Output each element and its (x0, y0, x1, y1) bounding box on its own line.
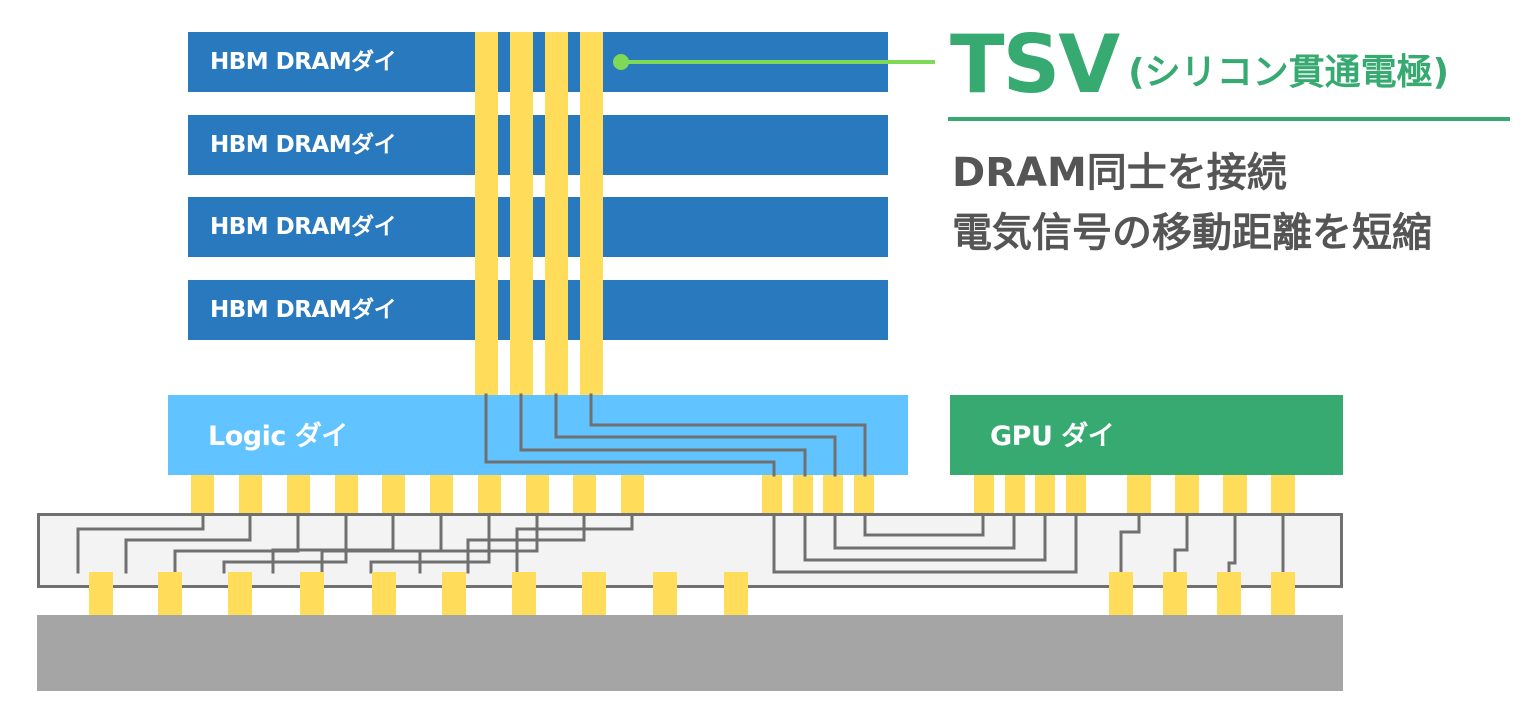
microbump (430, 475, 453, 513)
hbm-die-label: HBM DRAMダイ (210, 214, 397, 240)
tsv-3 (545, 32, 568, 395)
tsv-4 (580, 32, 603, 395)
hbm-dram-die-4: HBM DRAMダイ (188, 280, 888, 340)
microbump (191, 475, 214, 513)
microbump (382, 475, 405, 513)
microbump (854, 475, 874, 513)
package-substrate (37, 615, 1343, 691)
c4-bump (1163, 572, 1187, 615)
c4-bump (158, 572, 182, 615)
c4-bump (1217, 572, 1241, 615)
microbump (287, 475, 310, 513)
microbump (526, 475, 549, 513)
tsv-callout-divider (948, 117, 1510, 121)
microbump (762, 475, 782, 513)
microbump (239, 475, 262, 513)
microbump (1223, 475, 1247, 513)
tsv-subtitle: (シリコン貫通電極) (1128, 52, 1450, 93)
logic-die-label: Logic ダイ (208, 421, 348, 452)
microbump (1035, 475, 1055, 513)
tsv-description-line-2: 電気信号の移動距離を短縮 (952, 210, 1432, 256)
c4-bump (1271, 572, 1295, 615)
logic-trace (519, 393, 807, 477)
c4-bump (653, 572, 677, 615)
microbump (1271, 475, 1295, 513)
c4-bump (228, 572, 252, 615)
microbump (1127, 475, 1151, 513)
hbm-die-label: HBM DRAMダイ (210, 132, 397, 158)
microbump (478, 475, 501, 513)
tsv-callout-dot (613, 54, 629, 70)
logic-trace (484, 393, 776, 477)
tsv-1 (475, 32, 498, 395)
microbump (1175, 475, 1199, 513)
c4-bump (442, 572, 466, 615)
c4-bump (724, 572, 748, 615)
microbump (1005, 475, 1025, 513)
hbm-die-label: HBM DRAMダイ (210, 49, 397, 75)
c4-bump (582, 572, 606, 615)
hbm-die-label: HBM DRAMダイ (210, 297, 397, 323)
microbump (573, 475, 596, 513)
hbm-dram-die-2: HBM DRAMダイ (188, 115, 888, 175)
logic-trace (589, 393, 867, 477)
logic-trace (554, 393, 837, 477)
gpu-die-label: GPU ダイ (990, 421, 1115, 452)
c4-bump (372, 572, 396, 615)
tsv-description-line-1: DRAM同士を接続 (952, 150, 1287, 196)
microbump (1066, 475, 1086, 513)
logic-die: Logic ダイ (168, 395, 908, 475)
microbump (793, 475, 813, 513)
tsv-title-text: TSV (950, 18, 1120, 111)
microbump (974, 475, 994, 513)
tsv-2 (510, 32, 533, 395)
tsv-callout-title: TSV(シリコン貫通電極) (950, 20, 1449, 118)
microbump (621, 475, 644, 513)
microbump (335, 475, 358, 513)
c4-bump (1109, 572, 1133, 615)
microbump (823, 475, 843, 513)
gpu-die: GPU ダイ (950, 395, 1343, 475)
hbm-dram-die-3: HBM DRAMダイ (188, 197, 888, 257)
c4-bump (512, 572, 536, 615)
c4-bump (89, 572, 113, 615)
c4-bump (300, 572, 324, 615)
